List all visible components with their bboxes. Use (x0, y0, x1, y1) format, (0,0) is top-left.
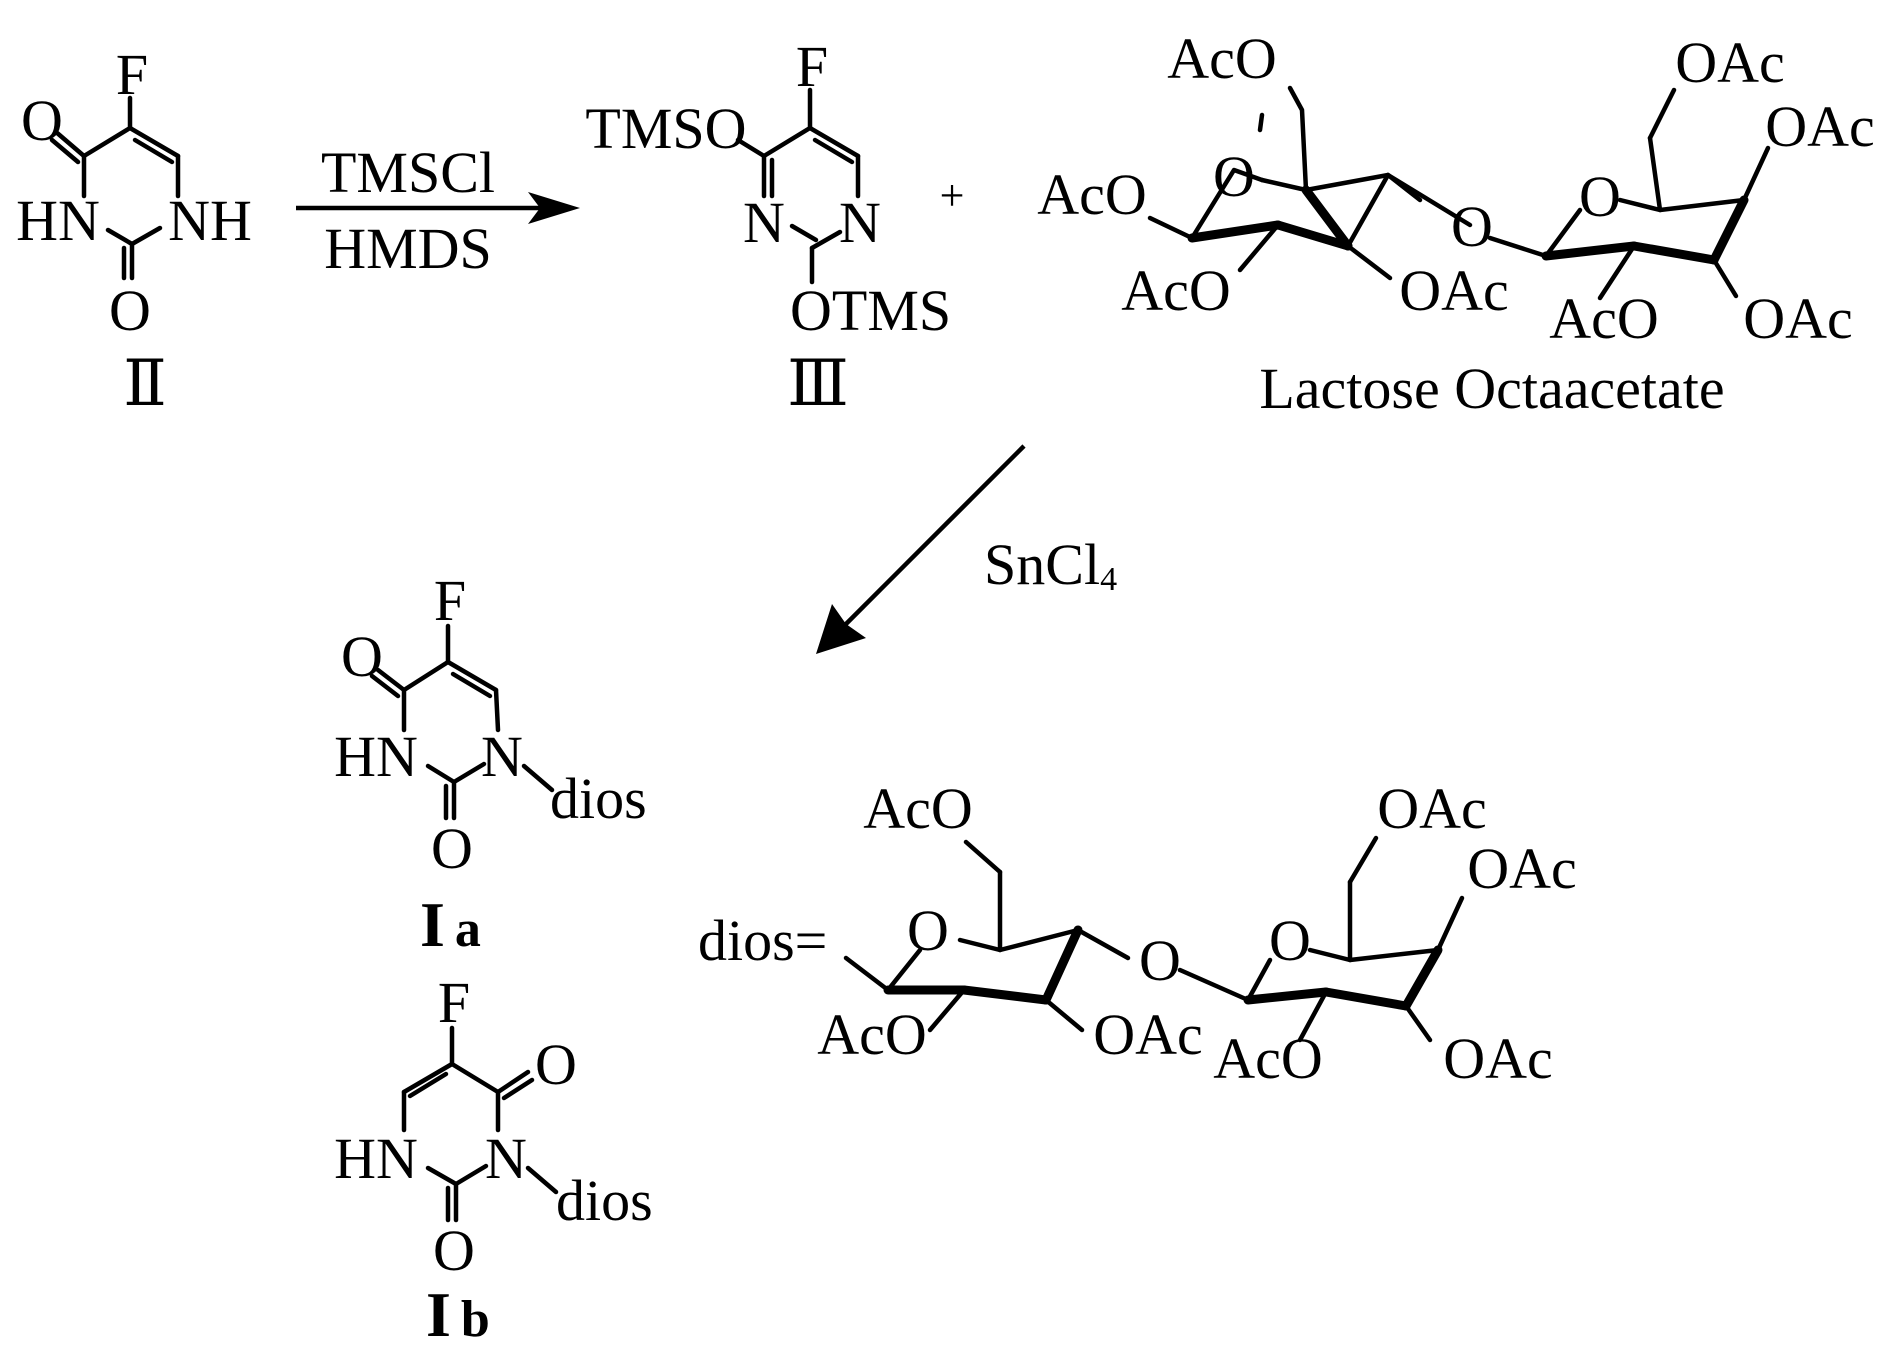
ring-oxygen-right: O (1269, 908, 1311, 973)
hn-group: HN (16, 188, 100, 253)
glycosidic-oxygen: O (1451, 194, 1493, 259)
reagent-sncl4: SnCl4 (984, 532, 1117, 598)
compound-ii-label: Ⅱ (123, 348, 167, 419)
compound-ii: F O HN NH O Ⅱ (16, 42, 252, 419)
ring-oxygen-right: O (1579, 164, 1621, 229)
reaction-arrow-2: SnCl4 (816, 444, 1117, 654)
carbonyl-oxygen-bottom: O (109, 278, 151, 343)
glycosidic-oxygen: O (1139, 928, 1181, 993)
reaction-arrow-1: TMSCl HMDS (296, 140, 580, 281)
product-ia-roman: I (420, 889, 445, 960)
dios-substituent: dios (550, 766, 647, 831)
product-ib-letter: b (461, 1291, 490, 1348)
aco-ch2-left: AcO (1167, 26, 1277, 91)
carbonyl-oxygen-right: O (535, 1032, 577, 1097)
carbonyl-oxygen-top: O (21, 88, 63, 153)
hn-group: HN (334, 1126, 418, 1191)
oac-c3-right: OAc (1743, 286, 1853, 351)
plus-sign: + (940, 171, 965, 220)
oac-c3-right: OAc (1443, 1026, 1553, 1091)
nh-group: NH (168, 188, 252, 253)
lactose-caption: Lactose Octaacetate (1259, 356, 1724, 421)
compound-iii-bonds (735, 87, 861, 285)
dios-substituent: dios (556, 1168, 653, 1233)
compound-iii: F TMSO N N OTMS Ⅲ (585, 34, 951, 419)
aco-c2-right: AcO (1213, 1026, 1323, 1091)
carbonyl-oxygen-bottom: O (431, 816, 473, 881)
product-ib-bonds (401, 1025, 559, 1223)
oac-c3-left: OAc (1399, 258, 1509, 323)
product-ib-roman: I (426, 1279, 451, 1350)
oac-ch2-right: OAc (1675, 30, 1785, 95)
aco-c2-left: AcO (1121, 258, 1231, 323)
reagent-subscript: 4 (1100, 561, 1117, 598)
product-ia-bonds (369, 623, 555, 821)
fluorine-atom: F (796, 34, 828, 99)
dios-definition: dios= AcO O AcO OAc O O OAc OAc AcO OAc (698, 776, 1577, 1091)
fluorine-atom: F (438, 970, 470, 1035)
compound-iii-label: Ⅲ (787, 348, 849, 419)
lactose-bonds (1147, 85, 1771, 301)
ring-nitrogen-left: N (743, 190, 785, 255)
compound-ii-bonds (49, 95, 181, 281)
carbonyl-oxygen-bottom: O (433, 1218, 475, 1283)
fluorine-atom: F (434, 568, 466, 633)
dios-equals: dios= (698, 908, 827, 973)
oac-c4-right: OAc (1467, 836, 1577, 901)
oac-ch2-right: OAc (1377, 776, 1487, 841)
n1-nitrogen: N (481, 724, 523, 789)
ring-oxygen-left: O (907, 898, 949, 963)
reagent-sncl: SnCl (984, 532, 1100, 597)
oac-c4-right: OAc (1765, 94, 1875, 159)
aco-anomeric: AcO (1037, 162, 1147, 227)
otms-group: OTMS (790, 278, 951, 343)
ring-nitrogen-right: N (839, 190, 881, 255)
dios-bonds (843, 835, 1465, 1043)
aco-c2-right: AcO (1549, 286, 1659, 351)
fluorine-atom: F (116, 42, 148, 107)
aco-c2-left: AcO (817, 1002, 927, 1067)
aco-ch2-left: AcO (863, 776, 973, 841)
ring-oxygen-left: O (1213, 144, 1255, 209)
product-ia-letter: a (455, 901, 481, 958)
carbonyl-oxygen-top: O (341, 624, 383, 689)
tmso-group: TMSO (585, 96, 746, 161)
reagent-tmscl: TMSCl (321, 140, 495, 205)
hn-group: HN (334, 724, 418, 789)
oac-c3-left: OAc (1093, 1002, 1203, 1067)
lactose-octaacetate: AcO AcO O AcO OAc O O OAc OAc AcO OAc La… (1037, 26, 1875, 421)
n3-nitrogen: N (485, 1126, 527, 1191)
reagent-hmds: HMDS (324, 216, 492, 281)
